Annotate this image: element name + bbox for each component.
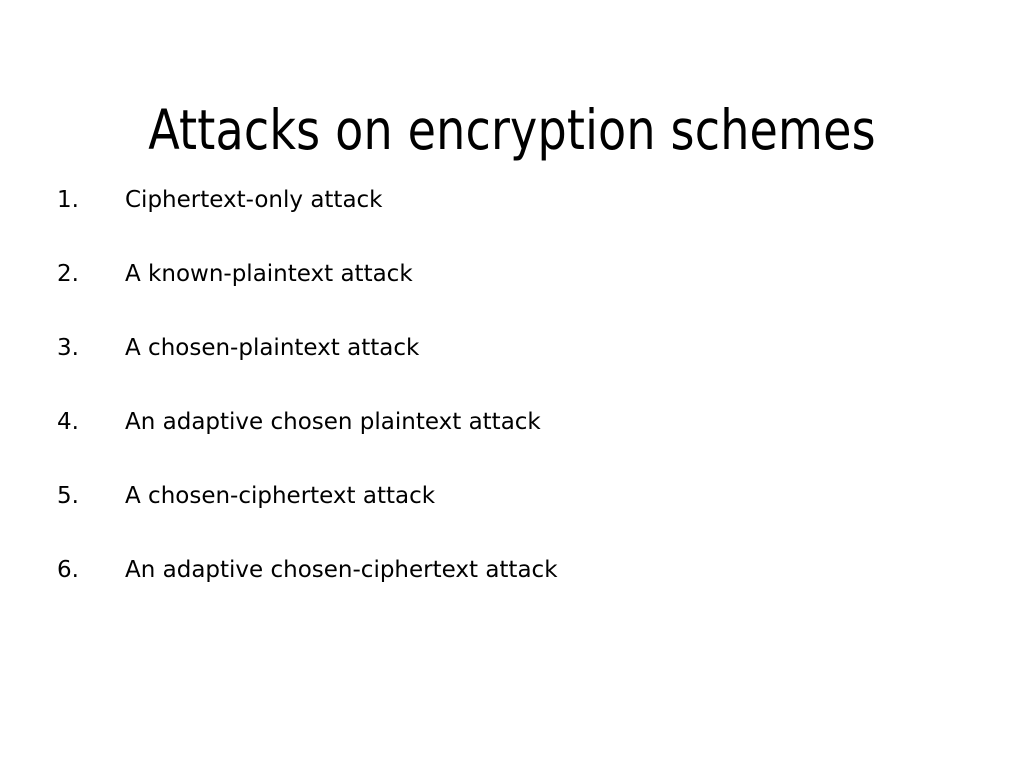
list-item-label: An adaptive chosen-ciphertext attack (125, 557, 558, 583)
list-item-number: 4. (57, 409, 79, 435)
list-item-label: A chosen-ciphertext attack (125, 483, 436, 509)
list-item: 6. An adaptive chosen-ciphertext attack (0, 555, 1024, 629)
list-item-number: 3. (57, 335, 79, 361)
list-item: 3. A chosen-plaintext attack (0, 333, 1024, 407)
list-item-number: 2. (57, 261, 79, 287)
attack-list: 1. Ciphertext-only attack 2. A known-pla… (0, 185, 1024, 629)
list-item-label: A known-plaintext attack (125, 261, 413, 287)
list-item: 5. A chosen-ciphertext attack (0, 481, 1024, 555)
list-item: 1. Ciphertext-only attack (0, 185, 1024, 259)
list-item-label: Ciphertext-only attack (125, 187, 383, 213)
list-item: 2. A known-plaintext attack (0, 259, 1024, 333)
page-title: Attacks on encryption schemes (148, 97, 876, 162)
list-item-number: 1. (57, 187, 79, 213)
list-item-label: An adaptive chosen plaintext attack (125, 409, 541, 435)
list-item-number: 6. (57, 557, 79, 583)
list-item: 4. An adaptive chosen plaintext attack (0, 407, 1024, 481)
list-item-label: A chosen-plaintext attack (125, 335, 420, 361)
list-item-number: 5. (57, 483, 79, 509)
